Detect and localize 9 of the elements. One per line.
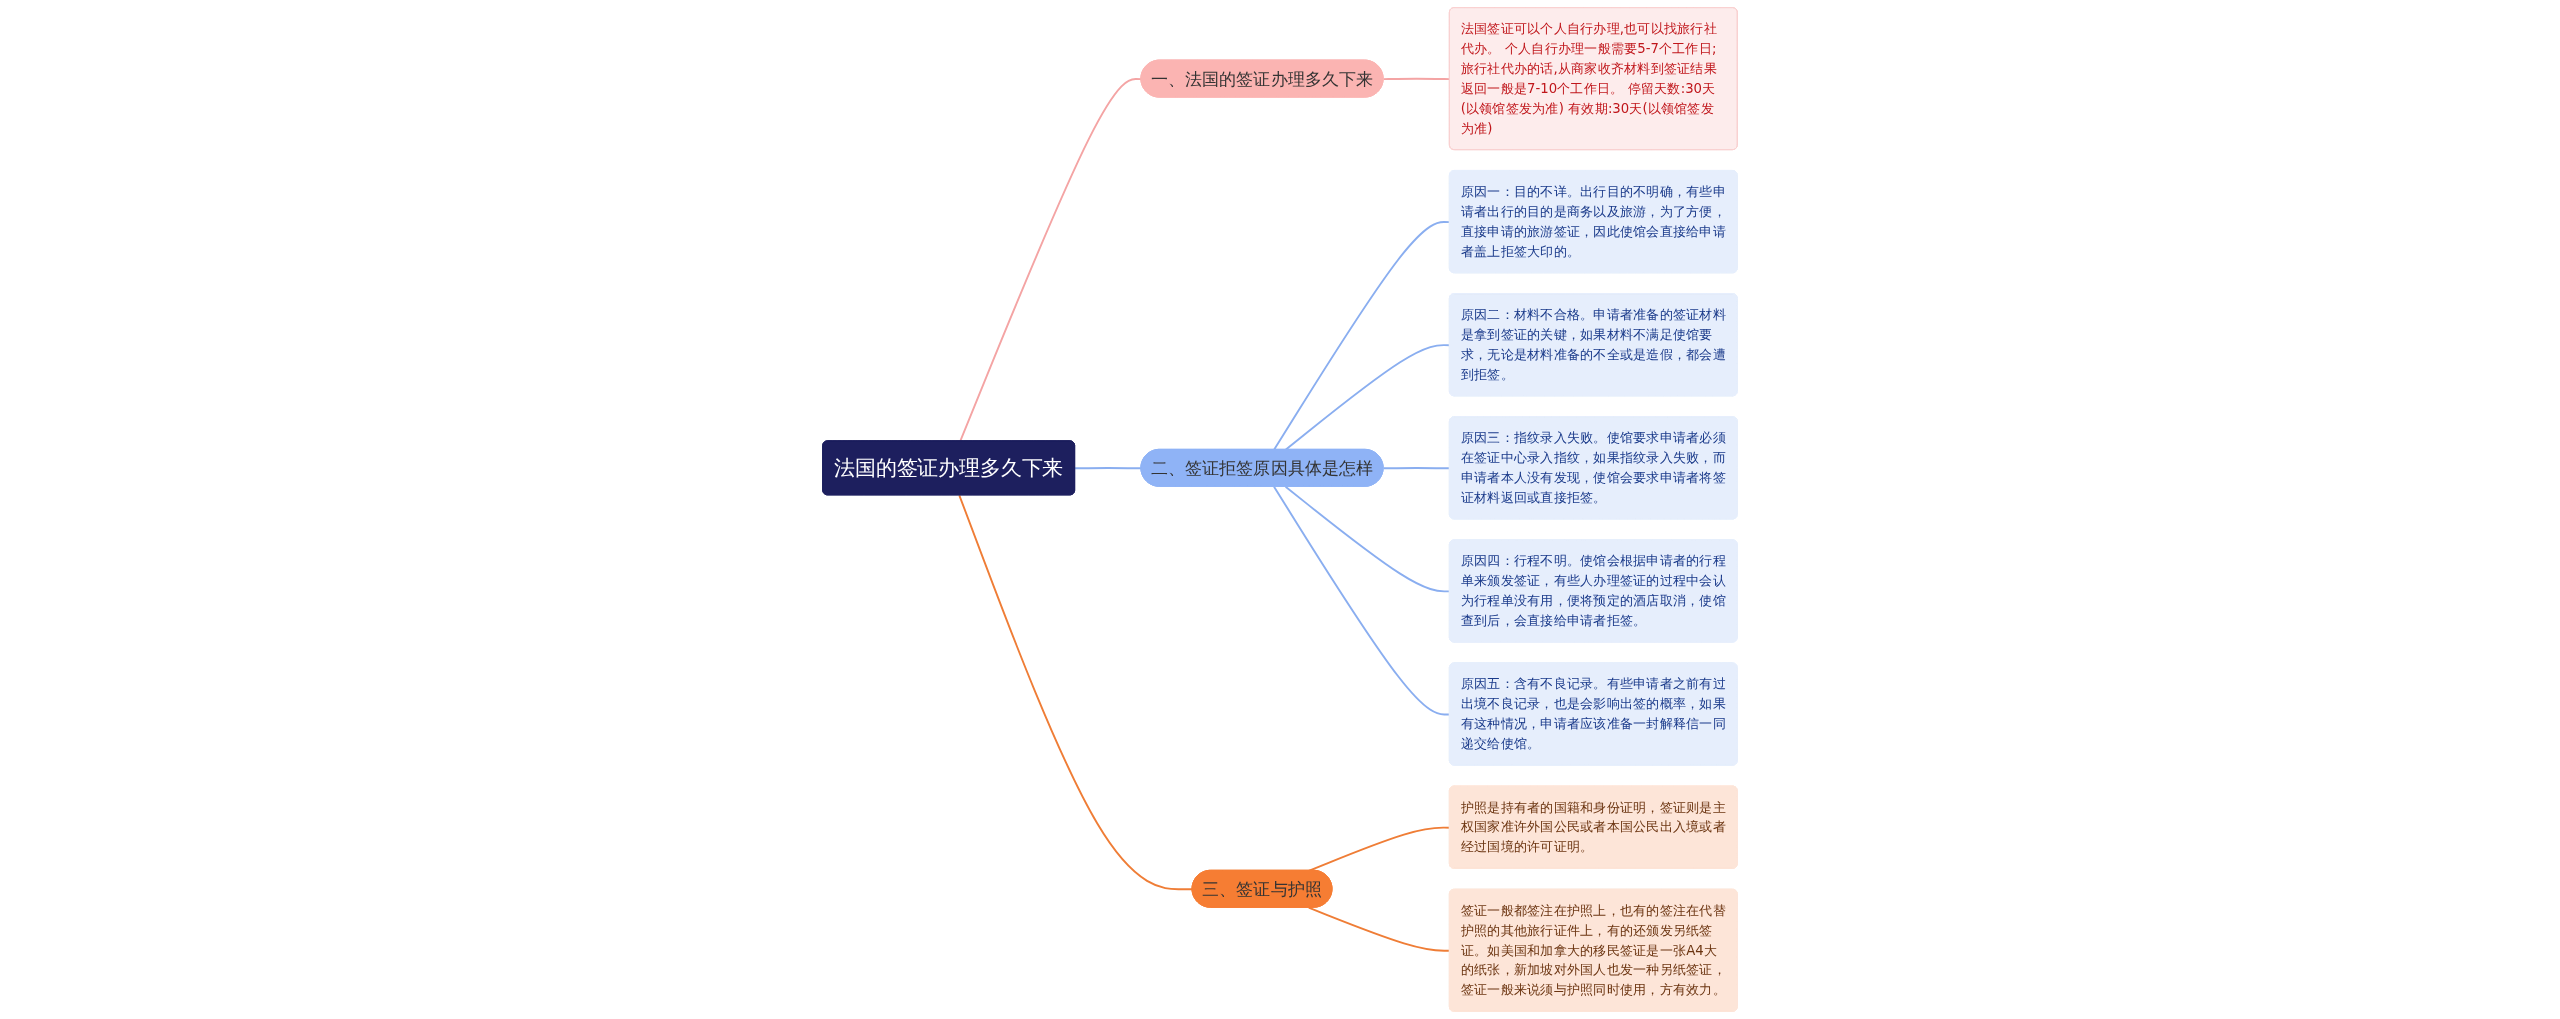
connector (1284, 344, 1451, 451)
connector (1307, 906, 1451, 952)
connector (1382, 467, 1451, 470)
connector (1284, 485, 1451, 593)
connector (1273, 221, 1451, 451)
connector (1273, 485, 1451, 716)
connector (1074, 467, 1143, 470)
connector (1382, 77, 1451, 81)
connector (958, 494, 1194, 891)
